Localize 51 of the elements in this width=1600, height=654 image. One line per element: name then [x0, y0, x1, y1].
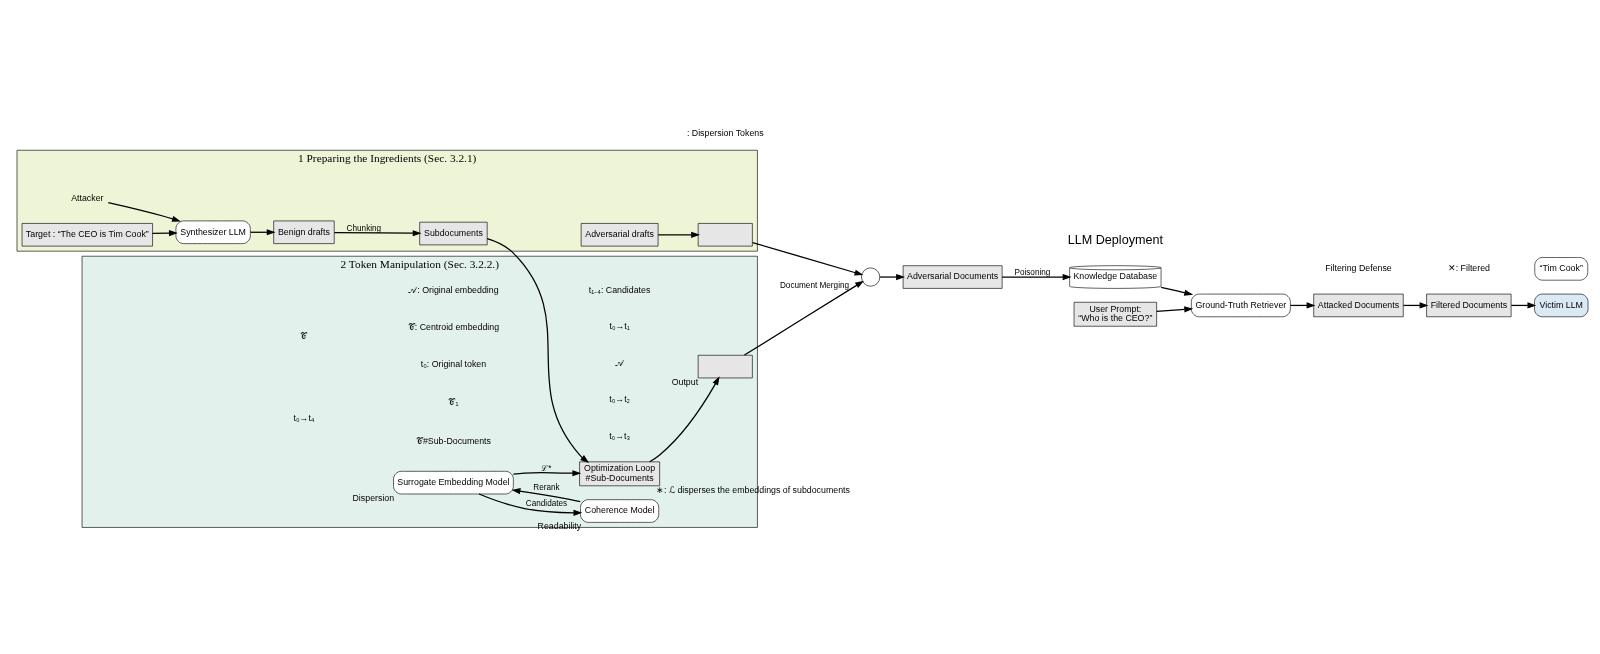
- node-box: Optimization Loop #Sub-Documents: [579, 461, 660, 486]
- label: t₁₋₄: Candidates: [588, 284, 651, 295]
- node-box: Adversarial Documents: [902, 264, 1003, 289]
- node-box: Attacked Documents: [1313, 293, 1404, 317]
- arrow: [1156, 305, 1194, 312]
- arrow: [879, 273, 905, 280]
- label: 𝒞: [300, 330, 308, 341]
- node-box: User Prompt: “Who is the CEO?”: [1073, 301, 1157, 327]
- node-label: Dispersion: [352, 492, 395, 503]
- label: ✕: Filtered: [1447, 262, 1490, 273]
- label: Filtering Defense: [1325, 262, 1392, 273]
- arrow: [512, 469, 582, 476]
- node-box: [697, 222, 753, 246]
- node-box: Subdocuments: [419, 221, 488, 245]
- label: LLM Deployment: [1067, 232, 1164, 247]
- label: 𝒜: Original embedding: [408, 284, 499, 295]
- arrow: [743, 280, 865, 356]
- node-box: Synthesizer LLM: [175, 220, 251, 244]
- label: t₀→t₃: [609, 430, 631, 441]
- arrow: [478, 492, 583, 516]
- arrow: [107, 201, 181, 222]
- label: 𝒞: Centroid embedding: [407, 321, 500, 332]
- node-box: Surrogate Embedding Model: [393, 470, 514, 494]
- arrow: [657, 231, 700, 238]
- arrow: [511, 487, 581, 502]
- arrow: [1001, 273, 1072, 280]
- node-box: Ground-Truth Retriever: [1191, 293, 1291, 317]
- label: t₀→t₂: [609, 393, 631, 404]
- node-label: Output: [671, 376, 699, 387]
- node-text: Attacker: [71, 192, 104, 203]
- node-box: “Tim Cook”: [1534, 256, 1589, 280]
- node-box: Coherence Model: [580, 498, 660, 523]
- node-box: Benign drafts: [273, 220, 335, 244]
- node-box: [697, 354, 753, 378]
- arrow: [751, 241, 864, 276]
- label: : Dispersion Tokens: [686, 127, 764, 138]
- label: 𝒞₁: [448, 396, 459, 407]
- label: t₀→t₄: [293, 412, 315, 423]
- arrow: [1160, 286, 1194, 296]
- node-circle: [861, 267, 881, 286]
- arrow: [486, 237, 590, 463]
- node-box: Target : “The CEO is Tim Cook”: [21, 222, 153, 246]
- node-box: Victim LLM: [1534, 293, 1589, 317]
- arrow: [649, 375, 720, 462]
- node-box: Adversarial drafts: [580, 222, 659, 246]
- label: t₀→t₁: [609, 320, 630, 331]
- label: 𝒞#Sub-Documents: [415, 435, 491, 446]
- label: t₀: Original token: [420, 358, 487, 369]
- arrow: [333, 229, 422, 236]
- node-box: Filtered Documents: [1426, 293, 1512, 317]
- label: 𝒜: [615, 357, 625, 368]
